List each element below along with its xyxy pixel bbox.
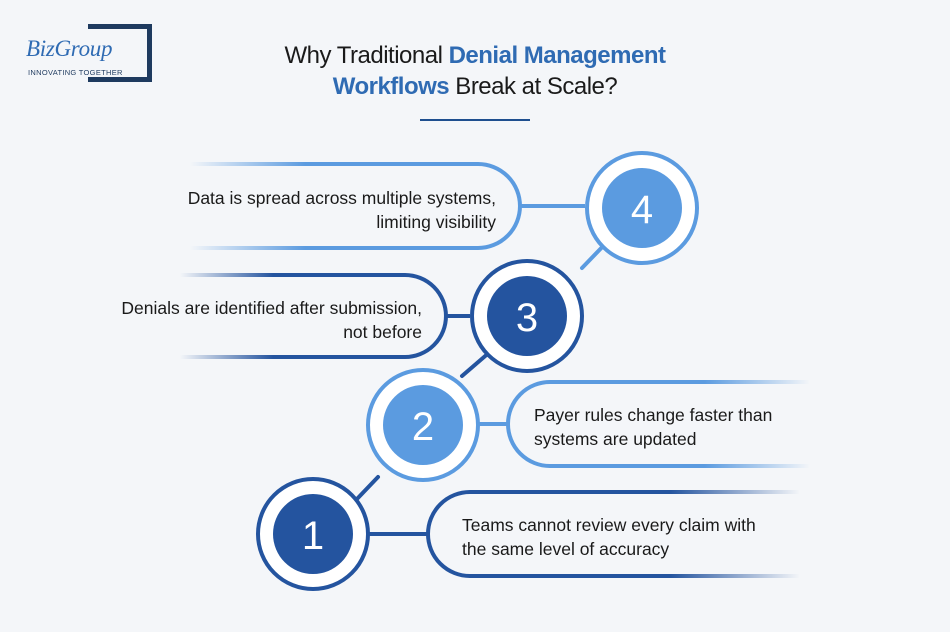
step-1-badge: 1 (256, 477, 370, 591)
step-4-badge: 4 (585, 151, 699, 265)
title-highlight-2: Workflows (332, 73, 450, 100)
title-highlight-1: Denial Management (448, 42, 666, 69)
title-underline (420, 119, 530, 121)
step-3-badge: 3 (470, 259, 584, 373)
step-1-line-2: the same level of accuracy (462, 539, 670, 559)
title-part-2: Break at Scale? (449, 73, 618, 100)
step-1-bracket (426, 490, 802, 578)
step-1-line-1: Teams cannot review every claim with (462, 515, 756, 535)
step-3-line-2: not before (343, 322, 422, 342)
page-title: Why Traditional Denial Management Workfl… (200, 40, 750, 102)
step-3-text: Denials are identified after submission,… (60, 296, 422, 344)
bizgroup-logo: BizGroup INNOVATING TOGETHER (22, 24, 162, 84)
step-3-number: 3 (516, 296, 538, 340)
step-4-bracket (188, 162, 522, 250)
step-2-bracket (506, 380, 812, 468)
title-part-1: Why Traditional (284, 42, 449, 69)
step-4-line-1: Data is spread across multiple systems, (187, 188, 496, 208)
step-2-number: 2 (412, 405, 434, 449)
step-4-number: 4 (631, 188, 653, 232)
step-4-text: Data is spread across multiple systems, … (110, 186, 496, 234)
step-2-text: Payer rules change faster than systems a… (534, 403, 834, 451)
step-1-text: Teams cannot review every claim with the… (462, 513, 822, 561)
step-2-line-2: systems are updated (534, 429, 697, 449)
step-1-number: 1 (302, 514, 324, 558)
logo-name: BizGroup (26, 36, 113, 61)
step-2-line-1: Payer rules change faster than (534, 405, 773, 425)
step-2-badge: 2 (366, 368, 480, 482)
step-4-line-2: limiting visibility (376, 212, 496, 232)
step-3-bracket (178, 273, 448, 359)
logo-frame (88, 24, 152, 82)
step-3-line-1: Denials are identified after submission, (121, 298, 422, 318)
logo-tagline: INNOVATING TOGETHER (28, 68, 123, 77)
